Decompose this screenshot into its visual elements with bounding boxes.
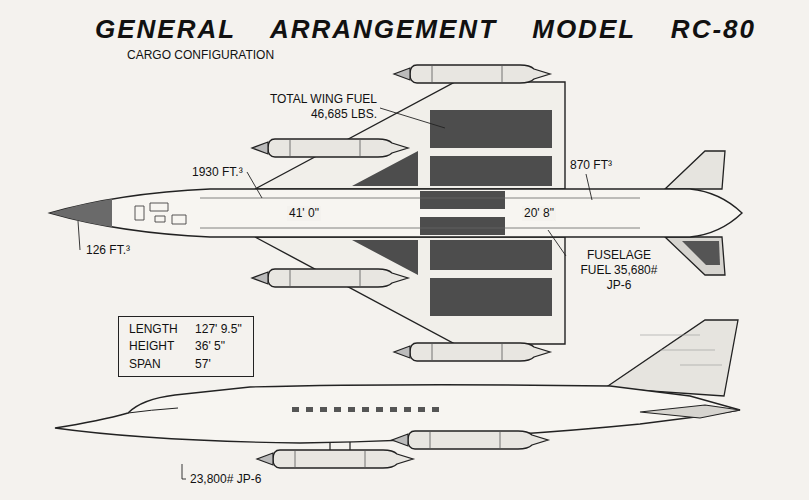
callout-label: 20' 8" bbox=[522, 206, 556, 221]
stabilizer-plan bbox=[665, 237, 725, 275]
table-cell: LENGTH bbox=[129, 321, 179, 337]
table-cell: HEIGHT bbox=[129, 338, 179, 354]
stabilizer-side bbox=[640, 405, 740, 418]
table-cell: 127' 9.5" bbox=[195, 321, 243, 337]
engine-nacelle bbox=[252, 139, 408, 157]
cabin-windows bbox=[292, 407, 439, 412]
callout-label: 41' 0" bbox=[287, 206, 321, 221]
table-cell: SPAN bbox=[129, 356, 179, 372]
callout-label: FUSELAGE FUEL 35,680# JP-6 bbox=[568, 248, 670, 293]
drawing-title: GENERAL ARRANGEMENT MODEL RC-80 bbox=[95, 14, 756, 45]
fuselage-side bbox=[55, 385, 740, 443]
engine-nacelle-side bbox=[392, 431, 548, 449]
pylon bbox=[330, 442, 350, 450]
callout-label: 23,800# JP-6 bbox=[188, 472, 263, 487]
cargo-bay-outline bbox=[200, 198, 640, 228]
vertical-fin-side bbox=[605, 320, 738, 396]
callout-label: 870 FT³ bbox=[568, 158, 614, 173]
stabilizer-shading bbox=[682, 241, 720, 265]
fin-hatching bbox=[640, 335, 722, 365]
table-cell: 36' 5" bbox=[195, 338, 243, 354]
engine-nacelle-side bbox=[257, 450, 413, 468]
engine-nacelle bbox=[252, 269, 408, 287]
engine-nacelle bbox=[394, 65, 550, 83]
callout-label: 1930 FT.³ bbox=[190, 165, 245, 180]
fuselage-plan bbox=[50, 189, 742, 237]
canopy-line bbox=[128, 408, 178, 413]
nose-shading bbox=[50, 199, 112, 227]
table-cell: 57' bbox=[195, 356, 243, 372]
wing-lower bbox=[255, 237, 565, 344]
engine-nacelle bbox=[394, 343, 550, 361]
cockpit-detail bbox=[135, 203, 186, 224]
dimension-table: LENGTH 127' 9.5" HEIGHT 36' 5" SPAN 57' bbox=[118, 316, 254, 377]
callout-label: TOTAL WING FUEL 46,685 LBS. bbox=[250, 92, 379, 122]
vertical-fin-plan bbox=[665, 151, 725, 189]
callout-label: 126 FT.³ bbox=[84, 243, 132, 258]
wing-lower-group bbox=[255, 237, 565, 344]
callout-label: CARGO CONFIGURATION bbox=[125, 48, 276, 63]
